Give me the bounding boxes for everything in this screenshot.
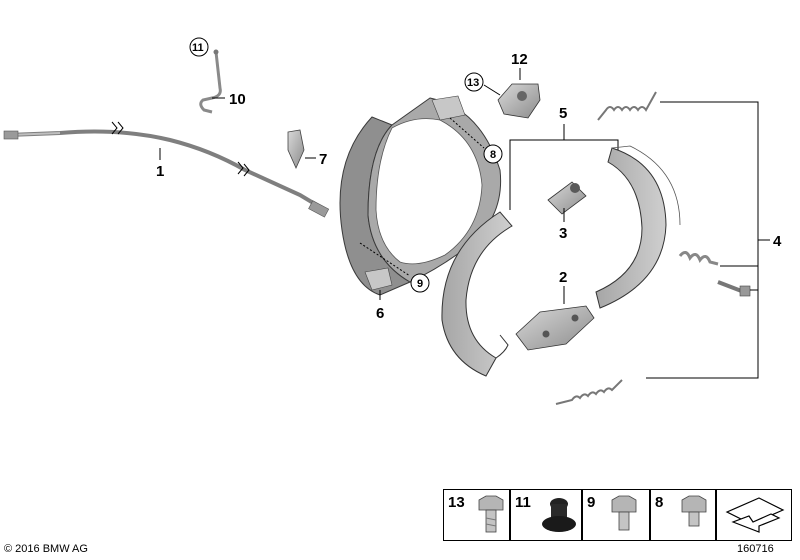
brake-shoe-right bbox=[595, 145, 681, 309]
copyright-text: © 2016 BMW AG bbox=[4, 543, 88, 555]
backing-plate bbox=[339, 95, 502, 300]
callout-8: 8 bbox=[490, 149, 496, 161]
legend-item-11: 11 bbox=[510, 489, 582, 541]
callout-11: 11 bbox=[192, 42, 204, 54]
callout-2: 2 bbox=[559, 269, 567, 286]
brake-shoe-left bbox=[441, 211, 513, 377]
cable-bracket bbox=[199, 49, 225, 114]
callout-12: 12 bbox=[511, 51, 528, 68]
callout-7: 7 bbox=[319, 151, 327, 168]
rubber-grommet-icon bbox=[542, 498, 576, 532]
orientation-arrow-icon bbox=[725, 497, 785, 533]
legend-item-13: 13 bbox=[443, 489, 510, 541]
brake-cable bbox=[3, 121, 330, 218]
document-number: 160716 bbox=[737, 543, 774, 555]
legend-number-11: 11 bbox=[515, 494, 531, 511]
legend-item-8: 8 bbox=[650, 489, 716, 541]
expander-lever bbox=[515, 286, 595, 351]
callout-5: 5 bbox=[559, 105, 567, 122]
callout-1: 1 bbox=[156, 163, 164, 180]
callout-9-circle bbox=[410, 273, 430, 293]
hex-bolt-icon bbox=[681, 495, 707, 527]
guide-bracket bbox=[483, 68, 541, 119]
hex-bolt-icon bbox=[611, 495, 637, 531]
legend-item-9: 9 bbox=[582, 489, 650, 541]
callout-8-circle bbox=[483, 144, 503, 164]
callout-9: 9 bbox=[417, 278, 423, 290]
callout-13: 13 bbox=[467, 77, 479, 89]
callout-5-bracket bbox=[509, 124, 619, 210]
lower-return-spring bbox=[555, 379, 623, 405]
callout-11-circle bbox=[189, 37, 209, 57]
adjuster bbox=[547, 181, 587, 222]
callout-13-circle bbox=[464, 72, 484, 92]
legend-orientation bbox=[716, 489, 792, 541]
retaining-clip bbox=[287, 129, 316, 169]
legend-number-9: 9 bbox=[587, 494, 596, 511]
legend-number-8: 8 bbox=[655, 494, 664, 511]
callout-3: 3 bbox=[559, 225, 567, 242]
callout-4: 4 bbox=[773, 233, 782, 250]
hold-down-spring bbox=[678, 251, 719, 266]
callout-6: 6 bbox=[376, 305, 384, 322]
hold-down-pin bbox=[717, 280, 751, 297]
legend-number-13: 13 bbox=[448, 494, 465, 511]
hex-bolt-icon bbox=[478, 495, 504, 533]
upper-return-spring bbox=[597, 91, 657, 121]
callout-4-bracket bbox=[646, 101, 770, 379]
callout-10: 10 bbox=[229, 91, 246, 108]
